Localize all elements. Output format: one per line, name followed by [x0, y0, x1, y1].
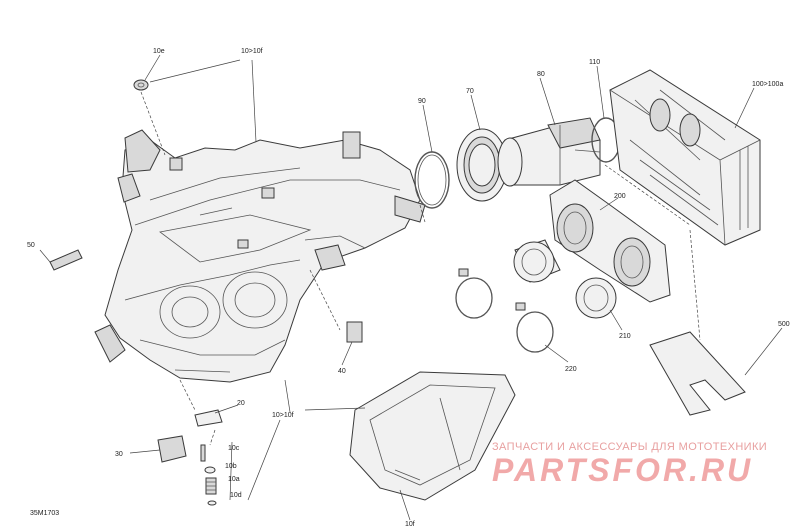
callout-110: 110 — [589, 59, 600, 66]
airbox-housing — [94, 129, 426, 383]
callout-10c: 10c — [228, 445, 240, 452]
callout-40: 40 — [338, 368, 346, 375]
callout-70: 70 — [466, 88, 474, 95]
callout-500: 500 — [778, 321, 790, 328]
seal-ring — [414, 151, 450, 209]
leader-lines — [39, 54, 783, 521]
template-sheet — [649, 331, 746, 416]
rubber-sleeve-left — [513, 239, 561, 283]
decal-label — [49, 249, 83, 271]
callout-10f: 10f — [405, 521, 415, 528]
drawing-code: 35M1703 — [30, 510, 60, 517]
intake-coupler — [456, 128, 508, 202]
callout-30: 30 — [115, 451, 123, 458]
bracket-20 — [194, 409, 223, 427]
watermark-tagline: ЗАПЧАСТИ И АКСЕССУАРЫ ДЛЯ МОТОТЕХНИКИ — [492, 441, 768, 453]
callout-220: 220 — [565, 366, 577, 373]
callout-50: 50 — [27, 242, 35, 249]
washer-10d — [207, 500, 217, 506]
callout-210: 210 — [619, 333, 631, 340]
hose-clamp-upper — [455, 268, 493, 319]
air-filter-element — [609, 69, 761, 246]
callout-10-10f-top: 10>10f — [241, 48, 263, 55]
callout-10d: 10d — [230, 492, 242, 499]
callout-10-10f-bottom: 10>10f — [272, 412, 294, 419]
washer-10b — [204, 466, 216, 474]
screw-10c — [200, 444, 206, 462]
watermark-logo: PARTSFOR.RU — [492, 452, 754, 488]
callout-20: 20 — [237, 400, 245, 407]
filter-base-cover — [349, 371, 516, 501]
intake-tube — [497, 117, 601, 187]
callout-200: 200 — [614, 193, 626, 200]
rubber-sleeve-right — [575, 277, 617, 319]
bracket-30 — [157, 435, 187, 463]
grommet-10e — [133, 79, 149, 91]
callout-10b: 10b — [225, 463, 237, 470]
callout-10e: 10e — [153, 48, 165, 55]
dual-adapter-plate — [549, 179, 671, 303]
callout-10a: 10a — [228, 476, 240, 483]
callout-100: 100>100a — [752, 81, 783, 88]
hose-clamp-lower — [515, 302, 554, 353]
spring-10a — [205, 477, 217, 495]
callout-80: 80 — [537, 71, 545, 78]
callout-90: 90 — [418, 98, 426, 105]
clip-40 — [346, 321, 363, 343]
